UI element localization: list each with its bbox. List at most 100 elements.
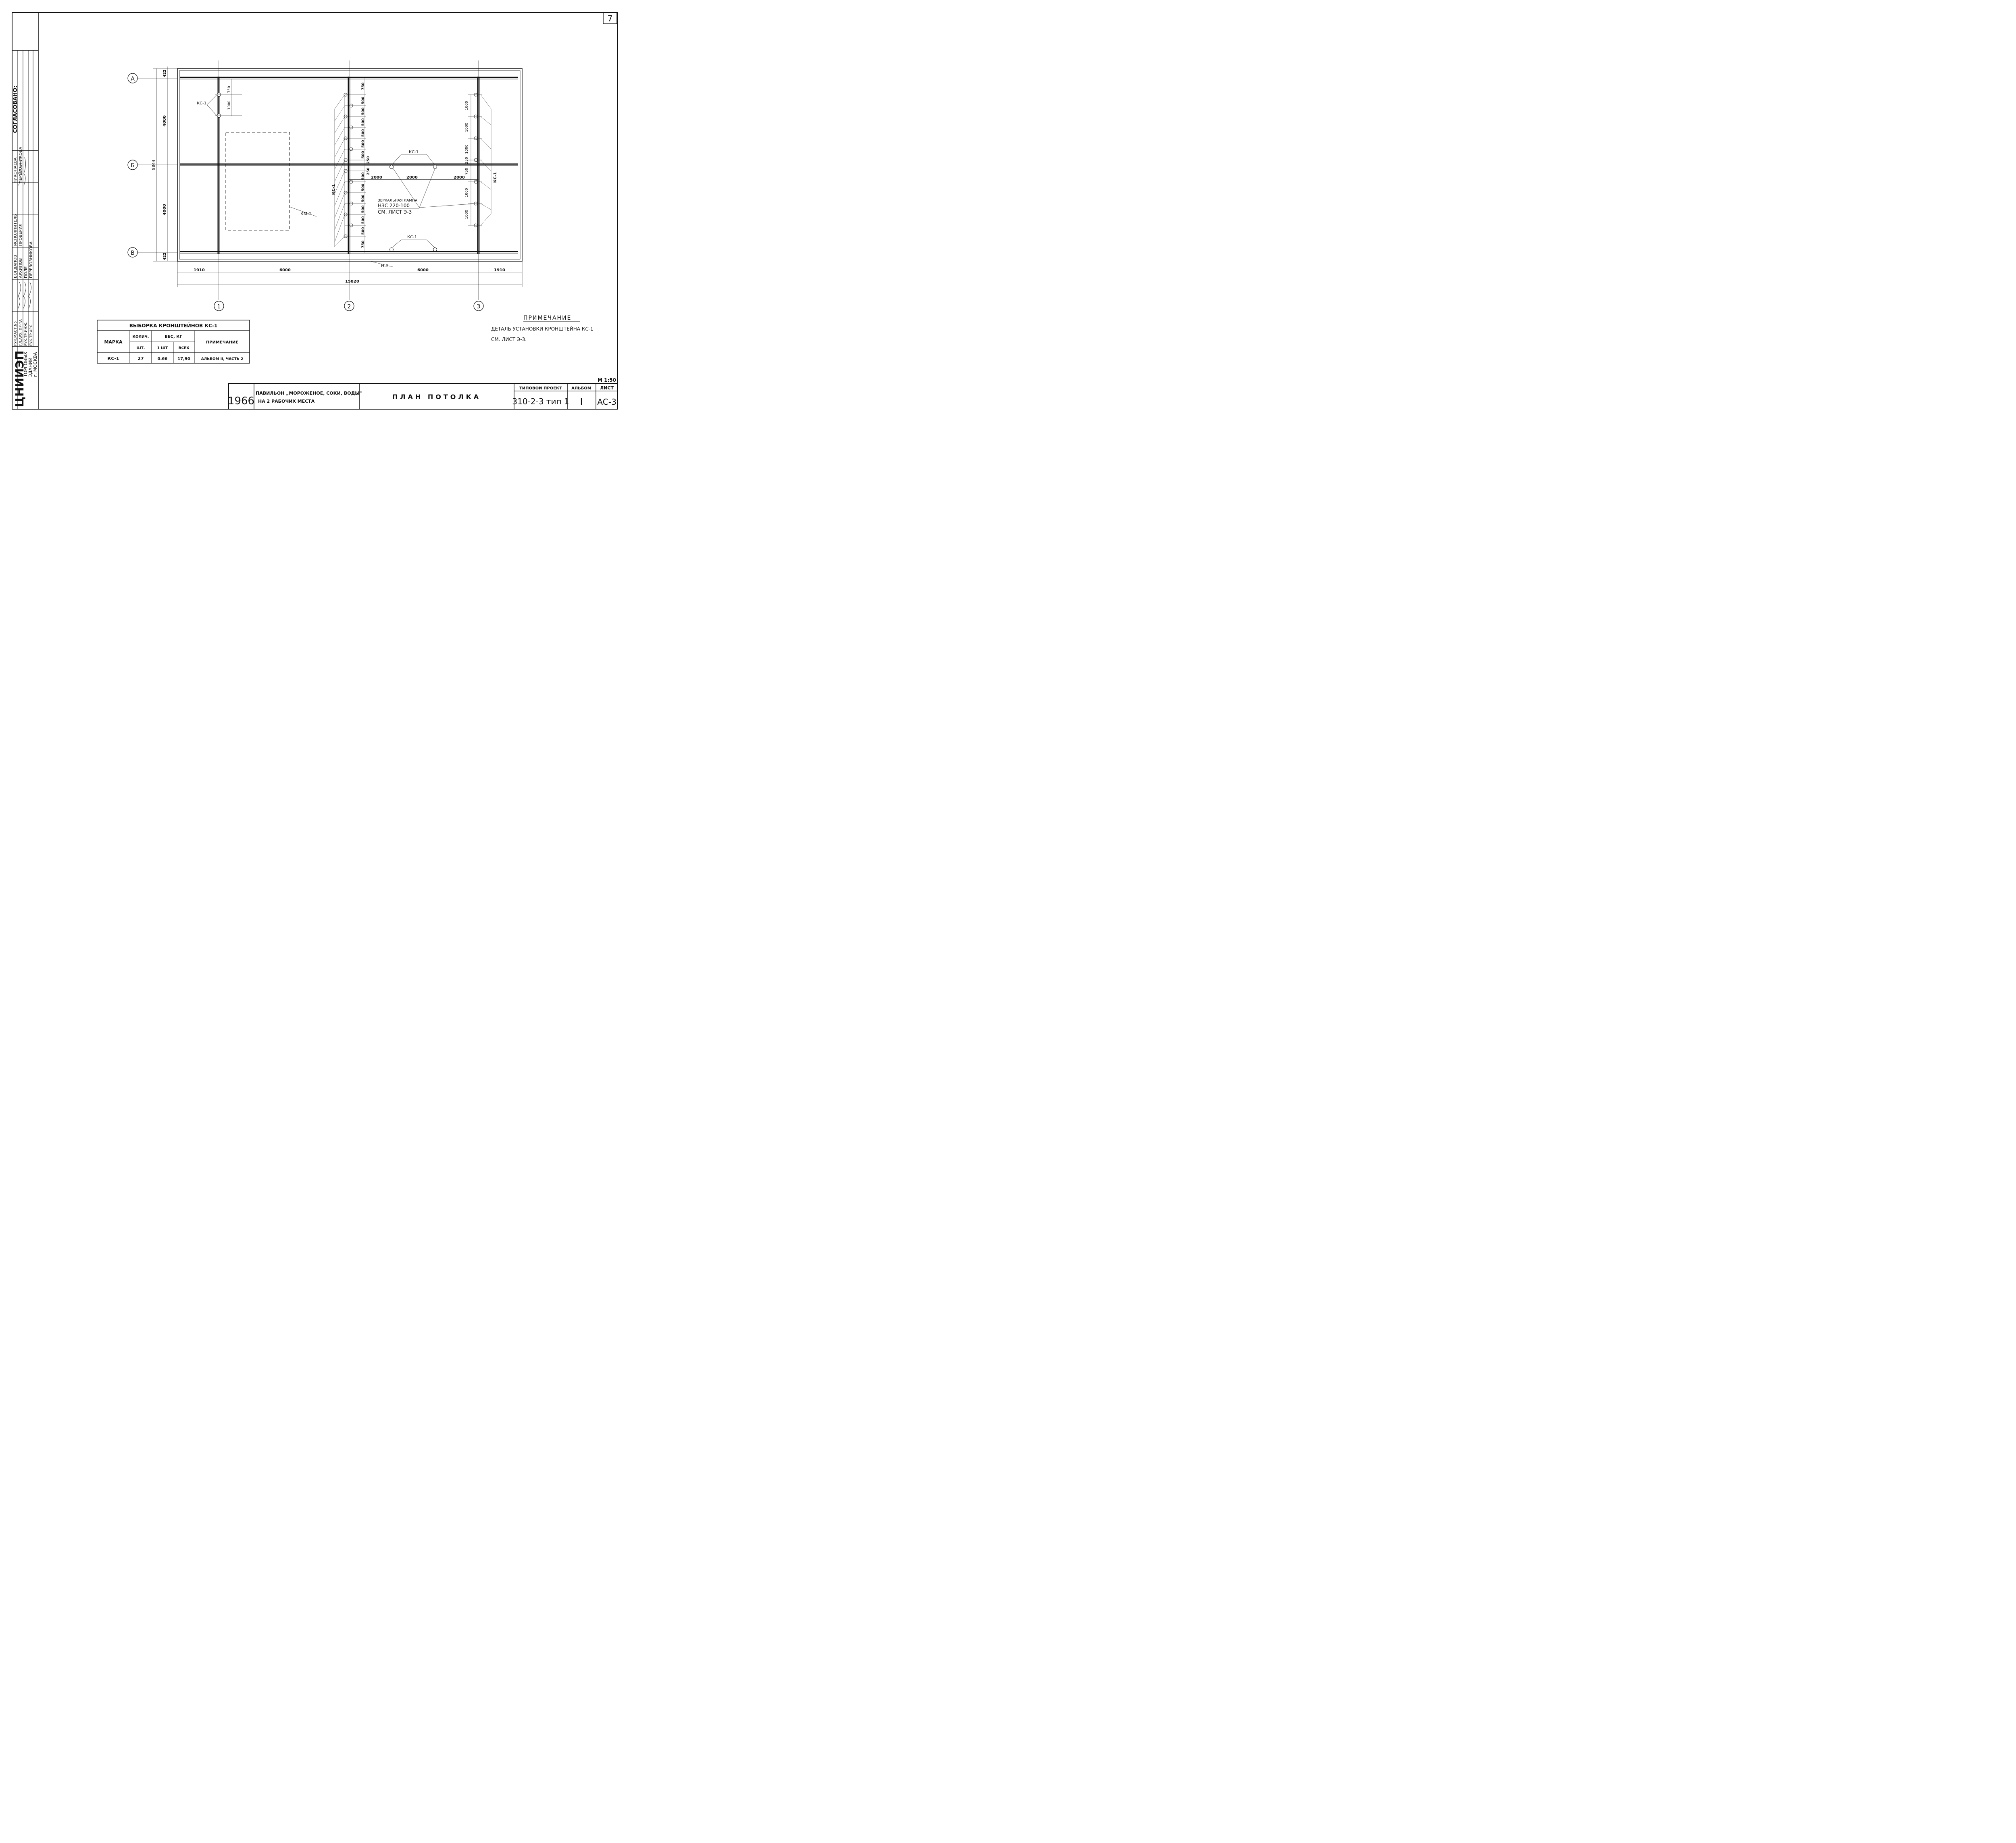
- drawing-frame: [12, 12, 618, 410]
- stamp-name-a-2: АРХИПОВ: [19, 258, 23, 278]
- dim-top-offset: 422: [163, 70, 167, 77]
- dim-total: 15820: [345, 279, 359, 284]
- dim-total-vertical: 8844: [152, 160, 156, 170]
- axis-label-b: Б: [131, 162, 135, 169]
- dim-bottom-offset: 422: [163, 253, 167, 260]
- drawing-title: ПЛАН ПОТОЛКА: [392, 393, 481, 401]
- album-label: АЛЬБОМ: [571, 386, 591, 391]
- axis-label-c: В: [131, 250, 135, 256]
- dim-col2: 500: [361, 206, 365, 213]
- table-cell-note: АЛЬБОМ II, ЧАСТЬ 2: [201, 357, 243, 361]
- dim-col3: 1000: [465, 123, 469, 132]
- table-header-w-one: 1 ШТ: [157, 346, 169, 350]
- stamp-name-a-4: ПЕРЕВОЗНИКОВА: [29, 241, 33, 278]
- axis-label-2: 2: [348, 304, 351, 310]
- dim-col3: 250: [465, 157, 469, 164]
- vertical-dimensions: 422 4000 4000 422 8844: [152, 67, 177, 262]
- org-line-3: г. МОСКВА: [33, 352, 38, 377]
- kc1-label-col2: КС-1: [331, 184, 336, 195]
- dim-col2: 500: [361, 129, 365, 137]
- bracket-table: ВЫБОРКА КРОНШТЕЙНОВ КС-1 МАРКА КОЛИЧ. ШТ…: [97, 320, 250, 364]
- dim-col2: 500: [361, 184, 365, 191]
- table-header-weight: ВЕС, КГ: [165, 335, 182, 339]
- kc1-label-rowb: КС-1: [409, 150, 419, 154]
- col2-brackets: 750 500 500 500 500 500 500 250 500 500 …: [331, 77, 371, 253]
- sheet-value: АС-3: [597, 397, 616, 407]
- org-line-2: ЗДАНИЙ: [28, 358, 33, 377]
- stamp-person-2: ГЛ.АРХ. ПР-ТА: [19, 319, 23, 346]
- km2-label: КМ-2: [300, 211, 312, 216]
- table-header-note: ПРИМЕЧАНИЕ: [206, 340, 238, 345]
- col3-brackets: 1000 1000 1000 250 750 1000 1000 КС-1: [465, 93, 498, 227]
- table-header-qty-unit: ШТ.: [137, 346, 145, 350]
- side-stamp: СОГЛАСОВАНО: НИКОЛАЕВА ПЕРЕВОЗНИКОВА ИСП…: [12, 50, 38, 409]
- lamp-label-1: ЗЕРКАЛЬНАЯ ЛАМПА: [378, 199, 418, 203]
- dim-col3: 1000: [465, 188, 469, 197]
- dim-col2: 500: [361, 119, 365, 126]
- stamp-name-b-2: ПЕРЕВОЗНИКОВА: [19, 147, 23, 183]
- stamp-name-a-1: БОГДАНОВ: [13, 255, 18, 278]
- title-year: 1966: [228, 395, 254, 407]
- dim-mid-left: 6000: [279, 268, 291, 272]
- scale-label: М 1:50: [598, 377, 616, 383]
- typ-value: 310-2-3 тип 1: [512, 397, 569, 406]
- dim-col3: 1000: [465, 144, 469, 154]
- km2-outline: [225, 132, 290, 231]
- dim-2000-c: 2000: [454, 175, 465, 180]
- sheet-number: 7: [608, 14, 613, 23]
- dim-a-b: 4000: [162, 115, 167, 127]
- table-title: ВЫБОРКА КРОНШТЕЙНОВ КС-1: [129, 322, 218, 329]
- stamp-person-3: РУК.ТР.ИНЖ.: [24, 322, 28, 346]
- sheet-number-box: [603, 12, 617, 24]
- dim-col2: 500: [361, 140, 365, 148]
- signature-scribble: [28, 282, 31, 309]
- sheet-label: ЛИСТ: [600, 385, 614, 391]
- dim-col3: 1000: [465, 210, 469, 219]
- dim-b-c: 4000: [162, 204, 167, 215]
- note-line-1: ДЕТАЛЬ УСТАНОВКИ КРОНШТЕЙНА КС-1: [491, 326, 594, 332]
- lamp-label-2: НЗС 220-100: [378, 203, 410, 208]
- signature-scribble: [18, 282, 21, 309]
- row-b-brackets: КС-1 2000 2000 2000 ЗЕРКАЛЬНАЯ ЛАМПА НЗС…: [349, 150, 479, 215]
- lamp-label-3: СМ. ЛИСТ Э-3: [378, 209, 412, 215]
- axis-label-1: 1: [217, 304, 221, 310]
- dim-col2: 500: [361, 173, 365, 180]
- dim-col2: 750: [361, 83, 365, 90]
- row-c-brackets: КС-1: [389, 235, 437, 252]
- table-header-w-all: ВСЕХ: [179, 346, 190, 350]
- stamp-person-4: РУК.ТР.АРХ.: [29, 324, 33, 346]
- org-line-1: ТОРГОВЫХ: [23, 352, 28, 377]
- signature-scribble: [18, 157, 21, 186]
- dim-col2: 500: [361, 97, 365, 104]
- dim-col2: 500: [361, 108, 365, 115]
- table-header-mark: МАРКА: [104, 339, 123, 345]
- title-block: 1966 ПАВИЛЬОН „МОРОЖЕНОЕ, СОКИ, ВОДЫ" НА…: [228, 377, 618, 410]
- note-line-2: СМ. ЛИСТ Э-3.: [491, 337, 527, 342]
- plan: КМ-2 750 1000 КС-1: [127, 60, 523, 311]
- dim-col2: 500: [361, 227, 365, 235]
- dim-col1-top: 750: [227, 86, 231, 93]
- axis-bubble-1: [214, 301, 224, 311]
- note: ПРИМЕЧАНИЕ ДЕТАЛЬ УСТАНОВКИ КРОНШТЕЙНА К…: [491, 315, 594, 342]
- kc1-label-col3: КС-1: [493, 172, 498, 183]
- horizontal-dimensions: 1910 6000 6000 1910 15820: [177, 261, 523, 287]
- kc1-label-col1: КС-1: [197, 101, 206, 106]
- album-value: I: [580, 396, 583, 408]
- col1-brackets: 750 1000 КС-1: [197, 79, 242, 118]
- h2-label: Н-2: [381, 263, 389, 268]
- stamp-person-1: РУК.МАСТ.N5: [14, 321, 18, 346]
- stamp-role-2: ПРОВЕРИЛ: [19, 223, 23, 246]
- dim-col2: 250: [367, 156, 371, 164]
- axis-bubble-b: [127, 160, 138, 170]
- axis-label-3: 3: [477, 304, 481, 310]
- dim-col2: 500: [361, 195, 365, 202]
- dim-col2: 500: [361, 151, 365, 159]
- typ-label: ТИПОВОЙ ПРОЕКТ: [519, 385, 562, 391]
- axis-label-a: А: [131, 76, 135, 82]
- dim-col1-gap: 1000: [227, 100, 231, 110]
- dim-2000-b: 2000: [406, 175, 418, 180]
- dim-col3: 1000: [465, 101, 469, 110]
- stamp-name-a-3: ПОЛЕ: [24, 266, 28, 278]
- signature-scribble: [23, 282, 26, 309]
- dim-col2: 500: [361, 216, 365, 224]
